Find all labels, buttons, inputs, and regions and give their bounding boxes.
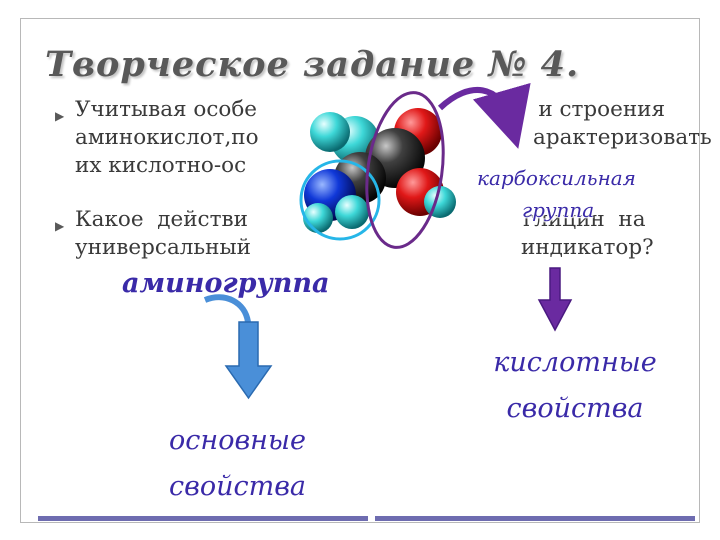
- bullet-2-line-1a: Какое действи: [75, 207, 248, 232]
- basic-properties-line1: основные: [169, 425, 306, 456]
- bullet-1-line-1a: Учитывая особе: [75, 97, 258, 122]
- bullet-list: ▶ Учитывая особе а и строения аминокисло…: [55, 96, 712, 266]
- acidic-properties-line1: кислотные: [493, 347, 657, 378]
- bottom-decor-bar: [375, 516, 695, 521]
- curved-arrow-icon: [437, 82, 531, 149]
- bullet-2-line-2a: универсальный: [75, 235, 251, 260]
- bullet-item-1: ▶ Учитывая особе а и строения аминокисло…: [55, 96, 712, 180]
- down-arrow-icon: [537, 267, 573, 332]
- slide-title: Творческое задание № 4.: [45, 44, 580, 85]
- hydrogen-atom: [303, 203, 333, 233]
- triangle-right-icon: ▶: [55, 219, 65, 233]
- basic-properties-line2: свойства: [168, 471, 307, 502]
- glycine-molecule-model: [303, 108, 456, 233]
- bullet-2-line-2b: индикатор?: [521, 235, 654, 260]
- bullet-2-line-1b: глицин на: [523, 207, 646, 232]
- bullet-1-line-2a: аминокислот,по: [75, 125, 259, 150]
- carboxyl-group-label: карбоксильная: [477, 166, 636, 190]
- bullet-1-line-2b: арактеризовать: [533, 125, 712, 150]
- curved-arrow-icon: [203, 294, 251, 323]
- acidic-properties-line2: свойства: [506, 393, 644, 424]
- bullet-1-line-3a: их кислотно-ос: [75, 153, 247, 178]
- basic-properties-result: основные свойства: [150, 418, 325, 510]
- hydrogen-atom: [335, 195, 369, 229]
- amino-group-circle: [299, 159, 381, 241]
- carboxyl-group-ellipse: [365, 91, 445, 249]
- slide-frame: [20, 18, 700, 523]
- carboxyl-group-label-line2: группа: [522, 198, 595, 222]
- down-arrow-icon: [224, 321, 273, 400]
- bullet-1-line-1b: а и строения: [505, 97, 666, 122]
- bullet-item-2: ▶ Какое действи глицин на универсальный …: [55, 206, 695, 266]
- bottom-decor-bar: [38, 516, 368, 521]
- amino-group-label: аминогруппа: [122, 268, 330, 299]
- triangle-right-icon: ▶: [55, 109, 65, 123]
- hydrogen-atom: [310, 112, 350, 152]
- acidic-properties-result: кислотные свойства: [485, 340, 665, 432]
